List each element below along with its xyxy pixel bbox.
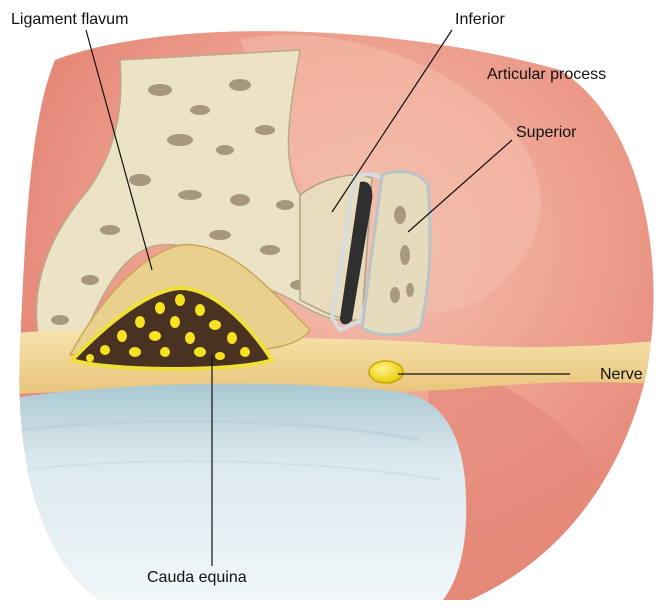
label-ligament-flavum: Ligament flavum bbox=[11, 11, 128, 29]
label-inferior: Inferior bbox=[455, 11, 505, 29]
label-cauda-equina: Cauda equina bbox=[147, 569, 247, 587]
label-superior: Superior bbox=[516, 124, 576, 142]
label-nerve: Nerve bbox=[600, 366, 643, 384]
label-articular-process: Articular process bbox=[487, 66, 606, 84]
exiting-nerve bbox=[369, 361, 403, 383]
